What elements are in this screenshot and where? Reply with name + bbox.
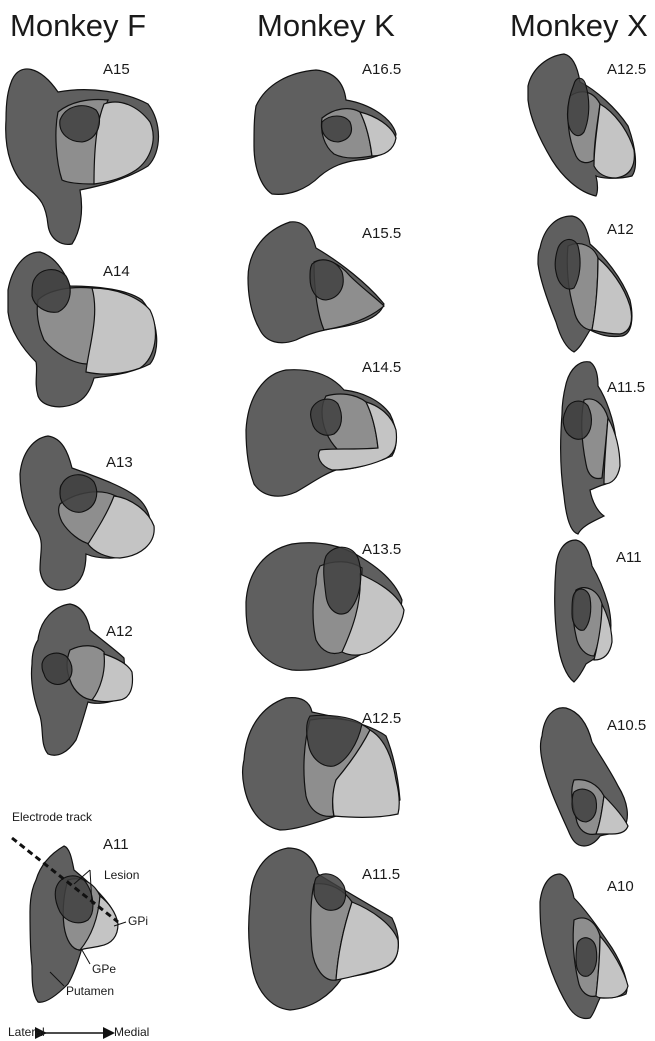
section-label: A10.5: [607, 717, 646, 734]
section-label: A15: [103, 61, 130, 78]
lesion-region: [310, 260, 343, 300]
section-label: A15.5: [362, 225, 401, 242]
section-k-a13-5: [246, 543, 404, 671]
section-label: A11: [103, 836, 129, 853]
gpe-label: GPe: [92, 962, 116, 976]
section-label: A11.5: [362, 866, 400, 883]
lesion-region: [311, 399, 342, 435]
section-label: A14: [103, 263, 130, 280]
lateral-label: Lateral: [8, 1025, 45, 1039]
section-label: A11: [616, 549, 642, 566]
lesion-region: [314, 874, 346, 910]
lesion-region: [576, 938, 597, 977]
section-label: A13.5: [362, 541, 401, 558]
section-x-a10: [540, 874, 628, 1019]
electrode-track-label: Electrode track: [12, 810, 92, 824]
section-k-a16-5: [254, 70, 396, 194]
lesion-region: [572, 589, 591, 630]
lesion-region: [32, 270, 70, 313]
gpe-pointer-line: [82, 950, 90, 964]
gpi-label: GPi: [128, 914, 148, 928]
lesion-region: [60, 475, 97, 513]
lesion-region: [555, 239, 580, 289]
lesion-label: Lesion: [104, 868, 139, 882]
section-f-a14: [8, 252, 157, 407]
lesion-region: [60, 106, 100, 142]
section-k-a14-5: [246, 370, 396, 496]
section-label: A14.5: [362, 359, 401, 376]
section-label: A12.5: [607, 61, 646, 78]
section-f-a15: [6, 69, 159, 244]
section-label: A12.5: [362, 710, 401, 727]
section-label: A11.5: [607, 379, 645, 396]
section-label: A13: [106, 454, 133, 471]
section-x-a11: [555, 540, 612, 682]
lesion-region: [42, 653, 72, 684]
section-label: A12: [106, 623, 133, 640]
section-label: A16.5: [362, 61, 401, 78]
putamen-label: Putamen: [66, 984, 114, 998]
gpi-region: [596, 936, 628, 998]
section-f-a13: [20, 436, 154, 590]
gpi-region: [86, 288, 155, 374]
section-label: A12: [607, 221, 634, 238]
lesion-region: [572, 789, 597, 822]
medial-label: Medial: [114, 1025, 149, 1039]
gpi-region: [594, 104, 634, 178]
section-label: A10: [607, 878, 634, 895]
lesion-region: [563, 401, 591, 439]
